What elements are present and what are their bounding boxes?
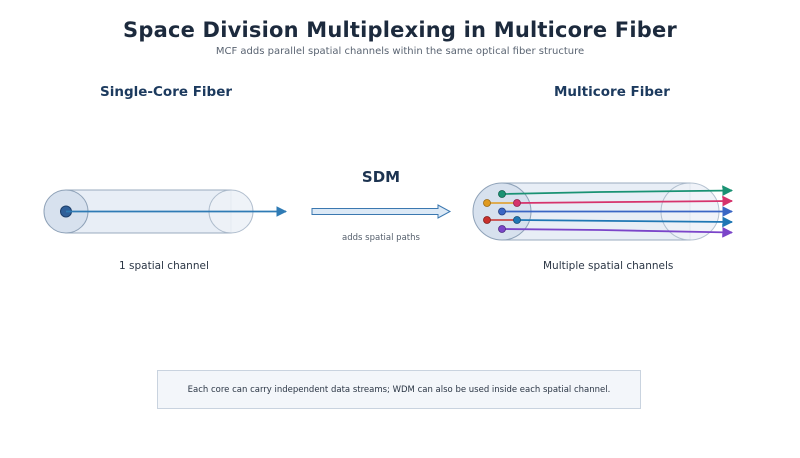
core-signal-pink	[516, 195, 734, 207]
core-dot-purple	[498, 225, 506, 233]
sdm-sublabel: adds spatial paths	[342, 233, 420, 243]
core-dot-blue	[498, 207, 506, 216]
sdm-arrow	[311, 204, 452, 219]
core-dot-red	[483, 216, 491, 224]
core-dot-steel	[513, 216, 521, 224]
core-dot-green	[498, 190, 506, 198]
page-title: Space Division Multiplexing in Multicore…	[123, 18, 677, 42]
single-core-fiber	[43, 189, 288, 234]
multicore-fiber	[472, 182, 734, 241]
single-core-heading: Single-Core Fiber	[100, 84, 233, 100]
sdm-label: SDM	[361, 168, 401, 186]
core-dot-orange	[483, 199, 491, 207]
note-text: Each core can carry independent data str…	[187, 384, 611, 395]
multicore-caption: Multiple spatial channels	[543, 260, 674, 272]
core-dot-pink	[513, 199, 521, 207]
multicore-heading: Multicore Fiber	[554, 84, 670, 100]
page-subtitle: MCF adds parallel spatial channels withi…	[215, 46, 585, 57]
single-core-caption: 1 spatial channel	[119, 260, 209, 272]
note-box: Each core can carry independent data str…	[157, 370, 641, 409]
core-signal-green	[501, 185, 734, 197]
core-signal-purple	[501, 226, 734, 238]
core-signal-steel	[516, 216, 734, 228]
